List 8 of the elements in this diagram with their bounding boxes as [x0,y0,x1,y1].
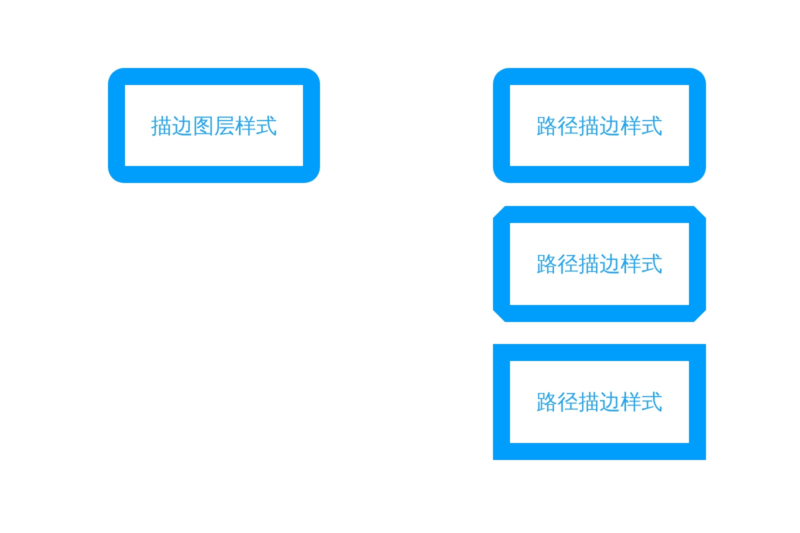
outlined-box [108,68,320,183]
outlined-box [493,68,706,183]
outlined-box [493,344,706,460]
box-label: 描边图层样式 [150,112,278,140]
box-label: 路径描边样式 [536,112,664,140]
box-label: 路径描边样式 [536,389,664,416]
box-label: 路径描边样式 [536,251,664,278]
outlined-box [493,206,706,322]
